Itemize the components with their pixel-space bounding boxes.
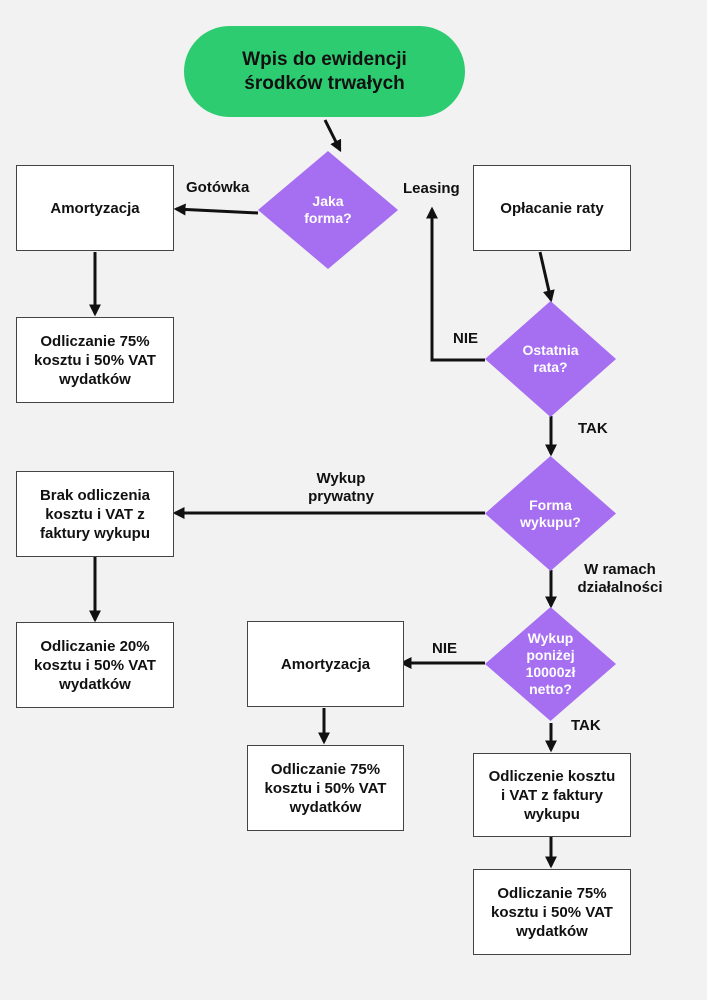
- decision-diamond-shape: [485, 607, 616, 721]
- box-amortyzacja-1-text: Amortyzacja: [50, 199, 140, 217]
- box-odliczanie-2: Odliczanie 75% kosztu i 50% VAT wydatków: [247, 745, 404, 831]
- edge-label-nie-2: NIE: [432, 640, 458, 657]
- edge-label-tak-1: TAK: [578, 420, 608, 437]
- decision-forma-wykupu: Forma wykupu?: [485, 456, 616, 571]
- edge-label-nie-1: NIE: [453, 330, 479, 347]
- start-title: Wpis do ewidencji środków trwałych: [242, 48, 407, 94]
- box-amortyzacja-2-text: Amortyzacja: [280, 655, 371, 673]
- arrow-gotowka-to-amortyzacja: [173, 203, 259, 216]
- box-odliczanie-2-text: Odliczanie 75% kosztu i 50% VAT wydatków: [264, 760, 387, 816]
- box-odliczanie-20: Odliczanie 20% kosztu i 50% VAT wydatków: [16, 622, 174, 708]
- box-odliczanie-20-text: Odliczanie 20% kosztu i 50% VAT wydatków: [34, 637, 156, 693]
- edge-label-wykup-prywatny: Wykup prywatny: [308, 470, 374, 505]
- decision-jaka-forma-label: Jaka forma?: [304, 193, 352, 226]
- edge-label-leasing: Leasing: [403, 180, 460, 197]
- start-node: Wpis do ewidencji środków trwałych: [184, 26, 465, 117]
- decision-forma-wykupu-label: Forma wykupu?: [520, 496, 581, 530]
- box-brak-odliczenia: Brak odliczenia kosztu i VAT z faktury w…: [16, 471, 174, 557]
- edge-label-tak-2: TAK: [571, 717, 601, 734]
- box-odliczenie-faktury: Odliczenie kosztu i VAT z faktury wykupu: [473, 753, 631, 837]
- decision-wykup-ponizej-label: Wykup poniżej 10000zł netto?: [525, 630, 576, 697]
- box-amortyzacja-1: Amortyzacja: [16, 165, 174, 251]
- decision-diamond-shape: [258, 151, 398, 269]
- decision-diamond-shape: [485, 301, 616, 417]
- box-brak-odliczenia-text: Brak odliczenia kosztu i VAT z faktury w…: [39, 486, 151, 542]
- decision-jaka-forma: Jaka forma?: [258, 151, 398, 269]
- box-oplacanie-raty: Opłacanie raty: [473, 165, 631, 251]
- box-amortyzacja-2: Amortyzacja: [247, 621, 404, 707]
- arrow-nie-to-leasing: [426, 206, 485, 362]
- arrow-oplacanie-to-ostatnia-rata: [538, 251, 555, 303]
- decision-ostatnia-rata: Ostatnia rata?: [485, 301, 616, 417]
- box-odliczanie-3-text: Odliczanie 75% kosztu i 50% VAT wydatków: [491, 884, 613, 940]
- decision-diamond-shape: [485, 456, 616, 571]
- arrow-start-to-jaka-forma: [323, 119, 342, 153]
- box-odliczanie-1-text: Odliczanie 75% kosztu i 50% VAT wydatków: [34, 332, 156, 388]
- box-odliczanie-1: Odliczanie 75% kosztu i 50% VAT wydatków: [16, 317, 174, 403]
- box-odliczenie-faktury-text: Odliczenie kosztu i VAT z faktury wykupu: [488, 767, 616, 823]
- decision-ostatnia-rata-label: Ostatnia rata?: [522, 342, 579, 375]
- edge-label-w-ramach: W ramach działalności: [577, 561, 663, 596]
- box-odliczanie-3: Odliczanie 75% kosztu i 50% VAT wydatków: [473, 869, 631, 955]
- edge-label-gotowka: Gotówka: [186, 179, 250, 196]
- box-oplacanie-raty-text: Opłacanie raty: [500, 199, 604, 217]
- decision-wykup-ponizej: Wykup poniżej 10000zł netto?: [485, 607, 616, 721]
